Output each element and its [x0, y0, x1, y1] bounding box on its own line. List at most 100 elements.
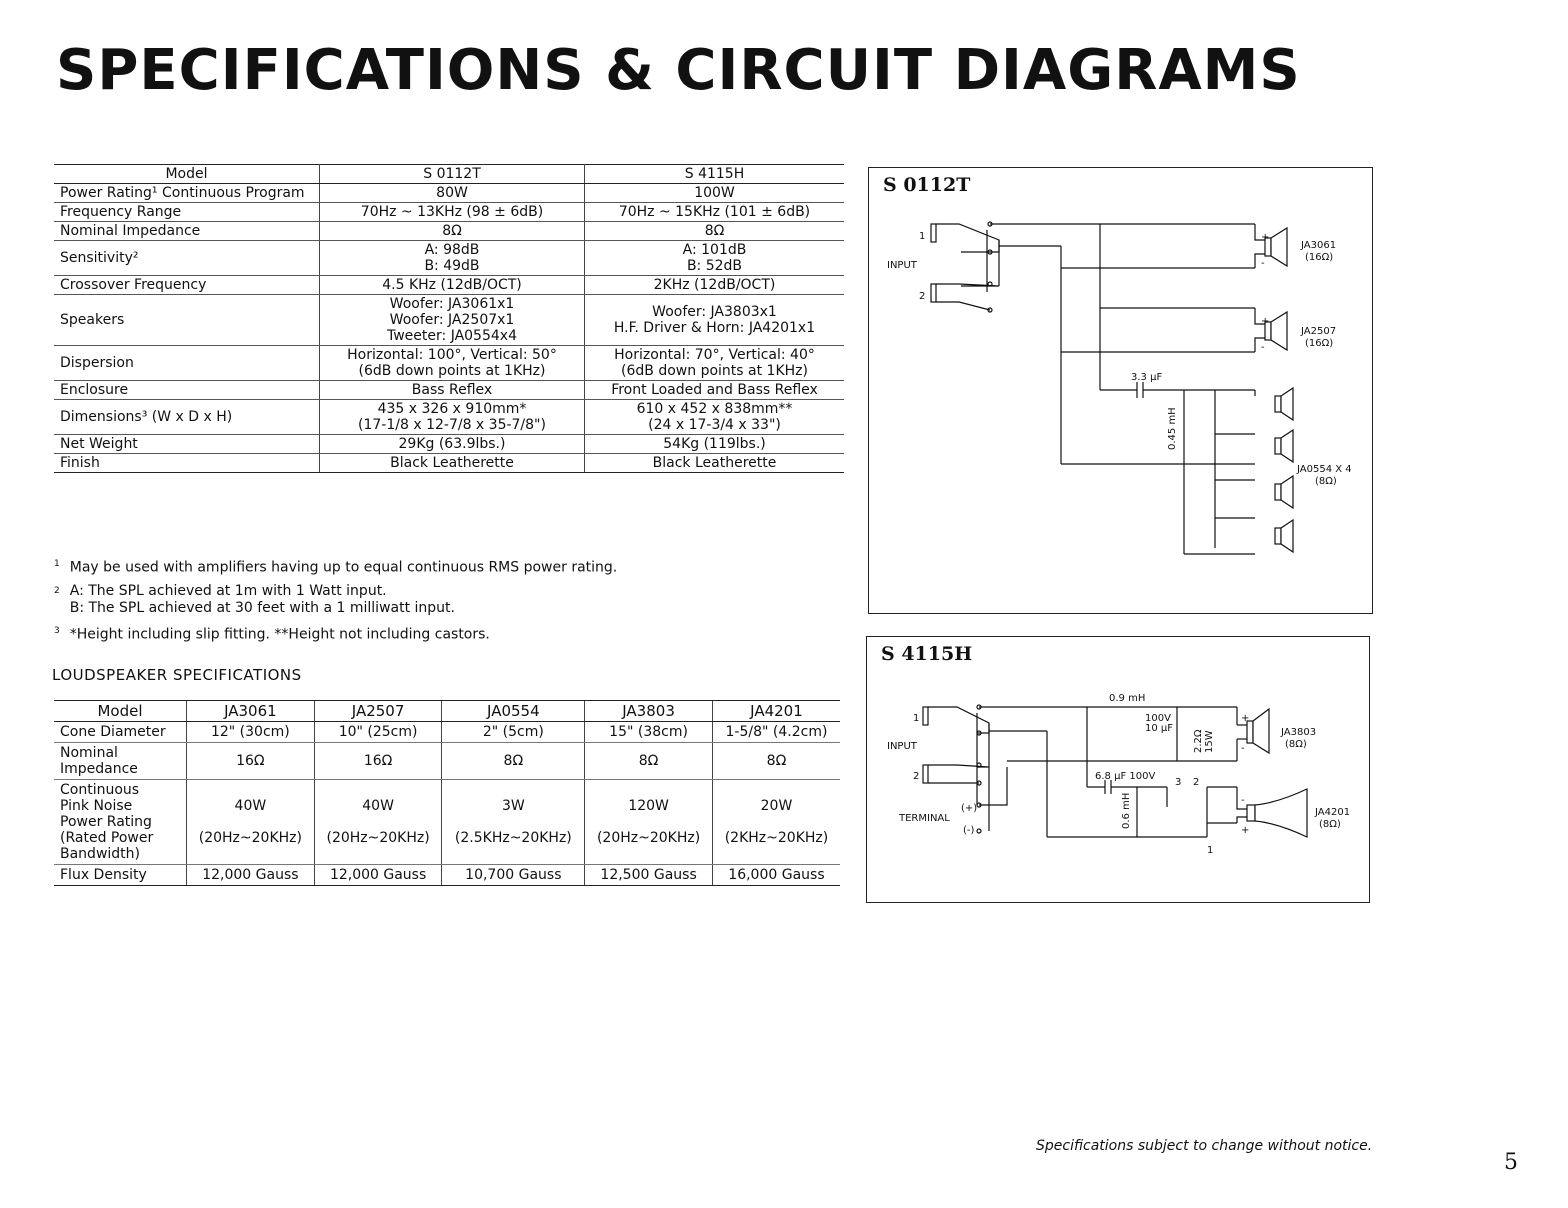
ls-value: 8Ω: [711, 742, 840, 780]
spec-value-s4115h: Black Leatherette: [584, 453, 844, 473]
footer-note: Specifications subject to change without…: [1036, 1138, 1373, 1154]
capacitor-label: 3.3 μF: [1131, 372, 1162, 383]
ls-value: 10" (25cm): [313, 721, 442, 743]
ls-header-ja4201: JA4201: [711, 700, 840, 722]
plus-marker: +: [1261, 232, 1269, 243]
speaker-ja2507-impedance: (16Ω): [1305, 338, 1333, 349]
capacitor-1-value: 10 μF: [1145, 723, 1173, 734]
footnotes: 1 May be used with amplifiers having up t…: [54, 556, 617, 649]
capacitor-1-voltage: 100V: [1145, 713, 1171, 724]
footnote-1: 1 May be used with amplifiers having up t…: [54, 556, 617, 577]
footnote-number: 1: [54, 559, 60, 569]
spec-value-s4115h: 2KHz (12dB/OCT): [584, 275, 844, 295]
ls-value: 12" (30cm): [186, 721, 315, 743]
input-1-label: 1: [919, 231, 925, 242]
spec-value-s4115h: A: 101dB B: 52dB: [584, 240, 844, 276]
ls-header-ja3061: JA3061: [186, 700, 315, 722]
diagram-title: S 0112T: [883, 174, 971, 196]
spec-value-s4115h: 54Kg (119lbs.): [584, 434, 844, 454]
plus-marker: +: [1261, 316, 1269, 327]
spec-value-s0112t: 29Kg (63.9lbs.): [319, 434, 585, 454]
ls-value: 8Ω: [584, 742, 713, 780]
ls-row-label: Continuous Pink Noise Power Rating (Rate…: [54, 779, 187, 865]
page-number: 5: [1504, 1150, 1518, 1175]
input-2-label: 2: [913, 771, 919, 782]
spec-value-s4115h: Horizontal: 70°, Vertical: 40° (6dB down…: [584, 345, 844, 381]
footnote-3: 3*Height including slip fitting. **Heigh…: [54, 623, 617, 644]
ls-value: 15" (38cm): [584, 721, 713, 743]
minus-marker: -: [1261, 342, 1265, 353]
resistor-wattage: 15W: [1204, 730, 1215, 753]
spec-value-s0112t: 8Ω: [319, 221, 585, 241]
spec-row-label: Nominal Impedance: [54, 221, 320, 241]
footnote-number: 2: [54, 585, 60, 596]
speaker-ja4201-impedance: (8Ω): [1319, 819, 1341, 830]
speaker-ja0554-impedance: (8Ω): [1315, 476, 1337, 487]
terminal-minus: (-): [963, 825, 975, 836]
plus-marker: +: [1241, 825, 1249, 836]
inductor-2-label: 0.6 mH: [1121, 793, 1132, 829]
spec-value-s4115h: 610 x 452 x 838mm** (24 x 17-3/4 x 33"): [584, 399, 844, 435]
spec-value-s4115h: Front Loaded and Bass Reflex: [584, 380, 844, 400]
ls-header-ja3803: JA3803: [584, 700, 713, 722]
spec-value-s0112t: 4.5 KHz (12dB/OCT): [319, 275, 585, 295]
spec-value-s0112t: 70Hz ~ 13KHz (98 ± 6dB): [319, 202, 585, 222]
ls-value: 16Ω: [186, 742, 315, 780]
page-title: SPECIFICATIONS & CIRCUIT DIAGRAMS: [56, 38, 1301, 103]
footnote-text: A: The SPL achieved at 1m with 1 Watt in…: [69, 582, 455, 616]
minus-marker: -: [1241, 795, 1245, 806]
input-2-label: 2: [919, 291, 925, 302]
ls-value: 8Ω: [441, 742, 585, 780]
minus-marker: -: [1261, 258, 1265, 269]
ls-value: 16,000 Gauss: [711, 864, 840, 886]
node-3-label: 3: [1175, 777, 1181, 788]
spec-row-label: Crossover Frequency: [54, 275, 320, 295]
speaker-ja3803-label: JA3803: [1280, 727, 1316, 738]
footnote-text: May be used with amplifiers having up to…: [69, 559, 618, 576]
ls-value: 12,000 Gauss: [186, 864, 315, 886]
ls-value: 16Ω: [313, 742, 442, 780]
node-1-label: 1: [1207, 845, 1213, 856]
spec-value-s4115h: 8Ω: [584, 221, 844, 241]
spec-row-label: Dimensions³ (W x D x H): [54, 399, 320, 435]
minus-marker: -: [1241, 743, 1245, 754]
ls-header-ja0554: JA0554: [441, 700, 585, 722]
speaker-ja3061-impedance: (16Ω): [1305, 252, 1333, 263]
circuit-schematic: 1 2 INPUT TERMINAL (+) (-) 0.9 mH 100V 1…: [887, 693, 1350, 856]
ls-row-label: Nominal Impedance: [54, 742, 187, 780]
inductor-label: 0.45 mH: [1167, 407, 1178, 450]
ls-value: 3W (2.5KHz~20KHz): [441, 779, 585, 865]
spec-row-label: Enclosure: [54, 380, 320, 400]
ls-header-model: Model: [54, 700, 187, 722]
node-2-label: 2: [1193, 777, 1199, 788]
ls-row-label: Cone Diameter: [54, 721, 187, 743]
spec-value-s0112t: Bass Reflex: [319, 380, 585, 400]
ls-value: 40W (20Hz~20KHz): [186, 779, 315, 865]
ls-value: 12,500 Gauss: [584, 864, 713, 886]
spec-value-s0112t: Horizontal: 100°, Vertical: 50° (6dB dow…: [319, 345, 585, 381]
ls-value: 12,000 Gauss: [313, 864, 442, 886]
spec-row-label: Frequency Range: [54, 202, 320, 222]
ls-value: 40W (20Hz~20KHz): [313, 779, 442, 865]
diagram-title: S 4115H: [881, 643, 973, 665]
spec-value-s0112t: A: 98dB B: 49dB: [319, 240, 585, 276]
input-label: INPUT: [887, 260, 918, 271]
spec-row-label: Sensitivity²: [54, 240, 320, 276]
circuit-diagram-s0112t: S 0112T: [868, 167, 1373, 614]
spec-row: Dimensions³ (W x D x H)435 x 326 x 910mm…: [54, 399, 844, 435]
ls-value: 20W (2KHz~20KHz): [711, 779, 840, 865]
ls-value: 10,700 Gauss: [441, 864, 585, 886]
speaker-ja3803-impedance: (8Ω): [1285, 739, 1307, 750]
resistor-label: 2.2Ω: [1193, 729, 1204, 753]
inductor-1-label: 0.9 mH: [1109, 693, 1145, 704]
